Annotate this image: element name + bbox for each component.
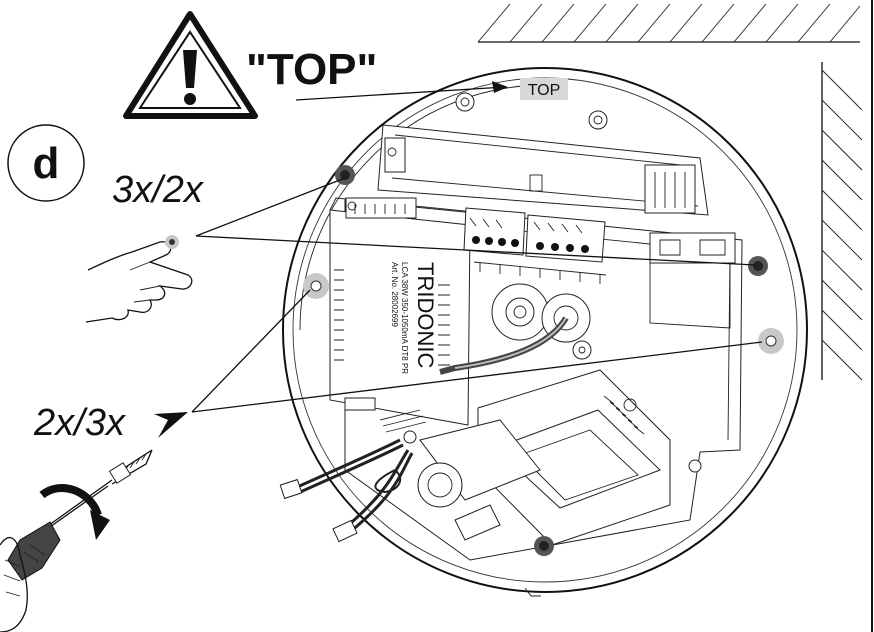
ceiling-hatch xyxy=(477,3,861,43)
right-connector xyxy=(649,232,736,329)
brand-label: TRIDONIC xyxy=(413,262,438,368)
warning-text: "TOP" xyxy=(246,45,377,94)
screw-count: 2x/3x xyxy=(33,402,127,444)
top-marker-label: TOP xyxy=(528,82,561,99)
warning-triangle-icon xyxy=(123,11,258,119)
rotate-arrow-icon xyxy=(39,483,110,540)
top-marker: TOP xyxy=(520,78,568,100)
device-info-line-2: Art. No. 28002699 xyxy=(390,262,399,327)
hand-holding-icon xyxy=(0,536,28,632)
cable-glands xyxy=(439,283,592,375)
lower-module xyxy=(417,369,671,546)
screw-top-left xyxy=(335,165,355,185)
screwdriver-icon xyxy=(7,449,153,581)
screw-right xyxy=(748,256,768,276)
hand-pointing-icon xyxy=(85,235,193,323)
hole-right xyxy=(758,328,784,354)
screw-bottom xyxy=(534,536,554,556)
device-info-line-1: LCA 38W 350-1050mA DT8 PR xyxy=(400,262,409,374)
screw-direction-arrow-icon xyxy=(154,412,188,438)
press-leader-lines xyxy=(195,177,756,266)
press-count: 3x/2x xyxy=(112,169,205,211)
upper-driver xyxy=(377,124,709,216)
step-badge: d xyxy=(7,124,85,202)
wall-hatch xyxy=(821,62,863,381)
terminal-blocks xyxy=(463,207,607,284)
fixing-points xyxy=(303,165,784,556)
led-driver: TRIDONIC LCA 38W 350-1050mA DT8 PR Art. … xyxy=(329,197,476,426)
wiring xyxy=(279,397,427,543)
top-mount-holes xyxy=(455,92,608,130)
screw-leader-lines xyxy=(154,289,763,438)
hole-left xyxy=(303,273,329,299)
top-arrow-icon xyxy=(492,81,508,93)
step-label: d xyxy=(33,139,60,188)
